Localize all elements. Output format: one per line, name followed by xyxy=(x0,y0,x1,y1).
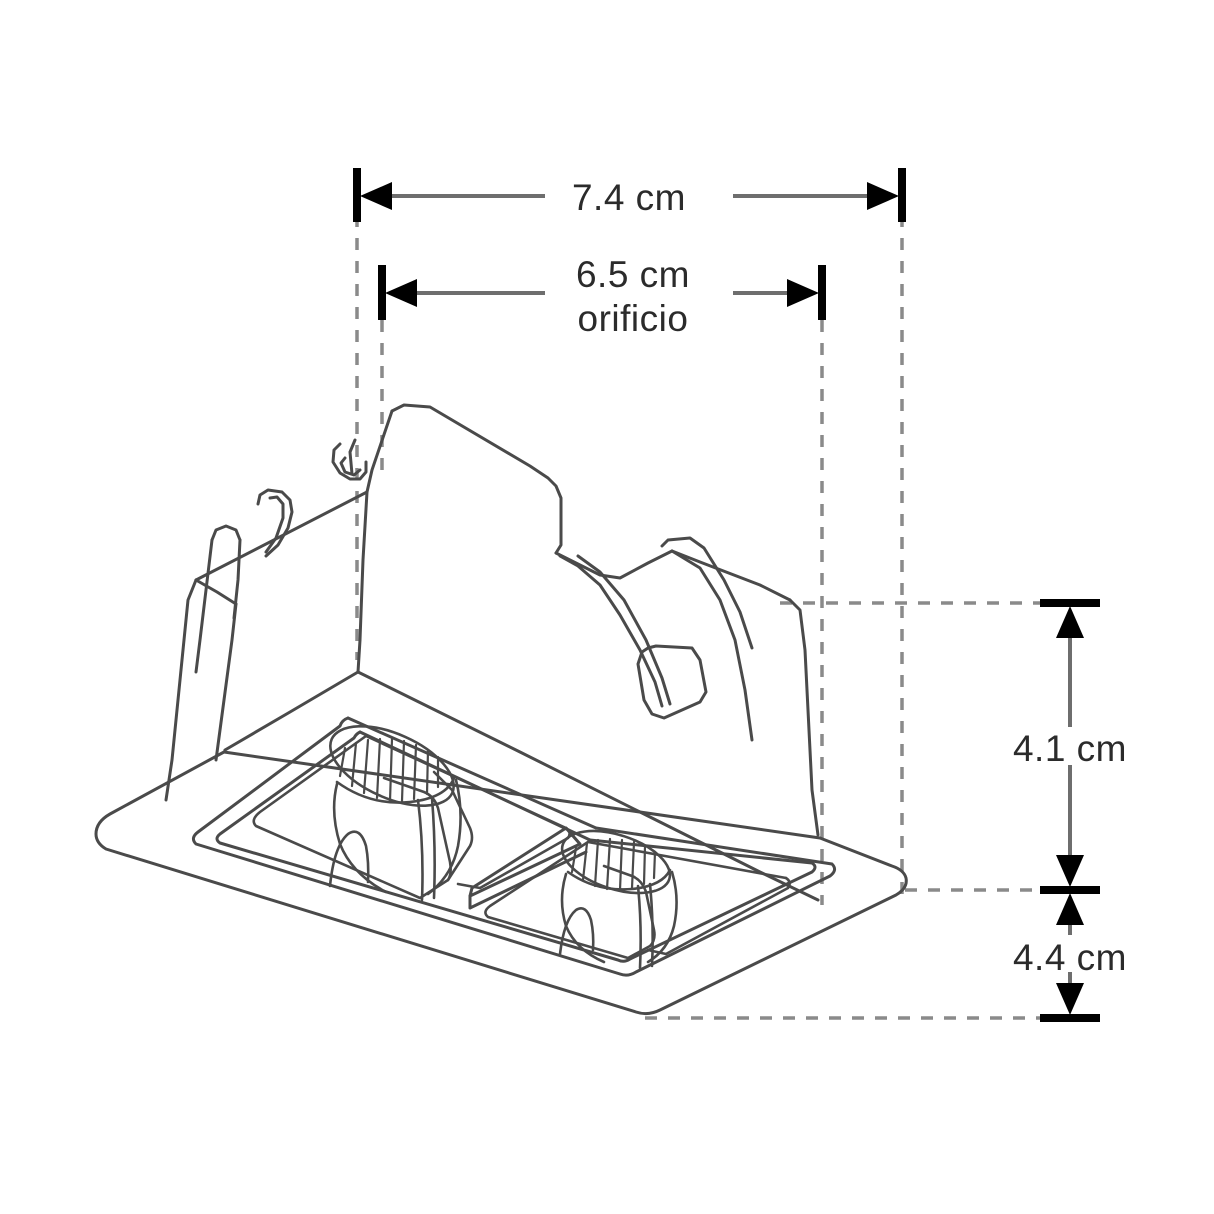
led-cell-right-vane-b xyxy=(646,870,678,964)
led-cell-left-vane-center xyxy=(416,798,424,902)
led-cell-right-wall-back xyxy=(646,876,791,956)
led-cell-left-vane-b xyxy=(426,778,462,896)
dim-label-cutout-note: orificio xyxy=(578,298,689,339)
dimension-cutout-width: 6.5 cm orificio xyxy=(378,254,826,339)
spring-clip-right-arm2 xyxy=(576,554,672,706)
led-cell-left-rim-top xyxy=(364,734,568,830)
downlight-fixture xyxy=(94,403,908,1016)
led-cone-left-ribs xyxy=(338,737,440,803)
bezel-outer-outline xyxy=(94,750,908,1016)
spring-clip-left-a xyxy=(331,442,368,481)
housing-left-top-edge xyxy=(194,490,369,582)
aperture-frame-outer-top xyxy=(346,716,598,830)
spring-clip-right-tab xyxy=(660,536,754,650)
led-cell-right-rim-top xyxy=(586,840,788,880)
dim-label-body-height: 4.1 cm xyxy=(1013,728,1127,769)
dimension-overall-width: 7.4 cm xyxy=(353,168,906,222)
led-cell-right-vane-center2 xyxy=(648,882,654,968)
housing-front-bottom-left xyxy=(223,670,360,752)
housing-top-face xyxy=(390,403,563,555)
led-cell-left-hook xyxy=(328,830,370,888)
cell-divider xyxy=(468,826,588,910)
housing-top-ridge xyxy=(365,409,394,494)
dim-label-overall-width: 7.4 cm xyxy=(572,177,686,218)
housing-right-wall xyxy=(670,549,792,602)
dim-arrow-overall-right xyxy=(867,182,899,210)
dim-arrow-cutout-left xyxy=(385,279,417,307)
spring-clip-left-a-stem xyxy=(348,438,357,476)
spring-clip-right-arm xyxy=(558,554,664,708)
spring-clip-left-group xyxy=(194,438,368,674)
dimension-body-height: 4.1 cm xyxy=(1013,599,1127,894)
spring-clip-left-a-inner xyxy=(339,456,362,477)
dimension-depth-below: 4.4 cm xyxy=(1013,893,1127,1022)
extension-lines xyxy=(355,215,1078,1020)
spring-clip-right-pad xyxy=(636,644,708,720)
housing-left-wall xyxy=(164,578,198,802)
led-cone-left-rim xyxy=(329,725,455,807)
dim-arrow-depth-top xyxy=(1056,893,1084,925)
dim-arrow-height-bottom xyxy=(1056,855,1084,887)
dim-arrow-depth-bottom xyxy=(1056,983,1084,1015)
dim-label-depth-below: 4.4 cm xyxy=(1013,937,1127,978)
housing-front-bottom-right xyxy=(356,670,642,814)
spring-clip-left-c-body xyxy=(194,538,214,674)
dim-arrow-height-top xyxy=(1056,606,1084,638)
dim-arrow-overall-left xyxy=(360,182,392,210)
spring-clip-left-c xyxy=(210,524,242,542)
housing-left-wall-inner xyxy=(194,578,238,606)
spring-clip-left-c-body2 xyxy=(232,538,242,620)
led-cell-left-wall-right xyxy=(432,770,474,882)
housing-front-left-edge xyxy=(356,490,369,674)
led-cone-left-base xyxy=(335,776,456,804)
housing-body xyxy=(164,403,820,902)
cell-divider-edge xyxy=(468,850,588,910)
spring-clip-left-b xyxy=(256,488,294,558)
housing-right-wall-outer xyxy=(788,598,820,837)
led-cone-right-ribs xyxy=(570,837,657,892)
led-cell-left xyxy=(252,725,571,902)
led-cell-right-vane-center xyxy=(636,884,642,970)
housing-right-flare xyxy=(670,549,754,742)
aperture-frame-inner xyxy=(215,730,817,963)
spring-clip-right-group xyxy=(558,536,754,720)
housing-left-flare xyxy=(214,602,238,762)
housing-right-top-edge xyxy=(554,549,674,580)
led-cell-left-vane-center2 xyxy=(430,796,436,900)
aperture-frame xyxy=(191,716,837,977)
spring-clip-left-b-inner xyxy=(264,495,285,554)
aperture-frame-outer xyxy=(191,716,837,977)
led-cell-right-hook xyxy=(558,907,595,956)
dim-arrow-cutout-right xyxy=(787,279,819,307)
dim-label-cutout-width: 6.5 cm xyxy=(576,254,690,295)
led-cell-right xyxy=(484,829,791,970)
